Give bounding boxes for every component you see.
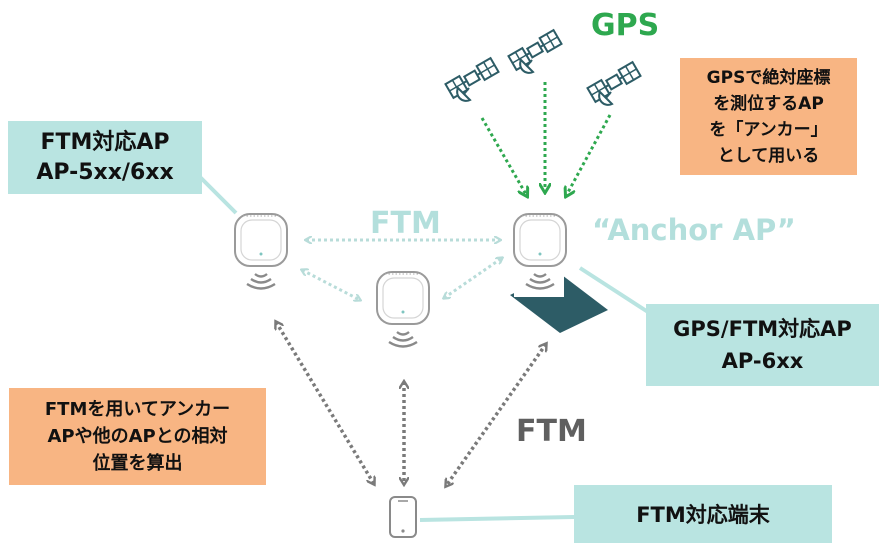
ftm-arrow-center-to-anchor [444,258,502,298]
gps-note-line: GPSで絶対座標 [706,67,831,88]
relative-note-line: 位置を算出 [92,453,183,474]
gps-ftm-ap-box: GPS/FTM対応AP AP-6xx [646,304,879,386]
satellite-icon [507,29,563,74]
gps-note-line: を「アンカー」 [709,119,828,140]
satellite-icon [444,57,500,102]
smartphone-icon [389,496,417,538]
ftm-bottom-label: FTM [516,414,587,449]
relative-note-line: FTMを用いてアンカー [44,399,231,420]
gps-ftm-ap-title: GPS/FTM対応AP [673,317,852,341]
gps-arrow-left [480,117,527,196]
gps-ftm-ap-leader-line [578,266,650,314]
ftm-ap-model: AP-5xx/6xx [36,159,174,185]
ftm-terminal-box: FTM対応端末 [574,485,832,543]
anchor-access-point-icon [513,213,567,267]
relative-position-note: FTMを用いてアンカー APや他のAPとの相対 位置を算出 [9,388,266,485]
gps-note-line: として用いる [717,145,820,166]
ftm-arrow-terminal-anchor [446,344,546,486]
gps-label: GPS [591,8,660,43]
gps-arrow-right [566,114,612,196]
access-point-icon [376,271,430,325]
gps-ftm-ap-model: AP-6xx [721,349,804,373]
gps-anchor-note: GPSで絶対座標 を測位するAP を「アンカー」 として用いる [680,58,857,175]
terminal-leader-line [419,515,575,522]
ftm-arrow-terminal-left [276,322,374,484]
satellite-icon [586,61,642,106]
ftm-top-label: FTM [370,206,441,241]
ftm-terminal-label: FTM対応端末 [636,503,770,527]
ftm-ap-box: FTM対応AP AP-5xx/6xx [8,121,202,194]
wifi-signal-icon [245,272,277,290]
gps-note-line: を測位するAP [713,93,824,114]
relative-note-line: APや他のAPとの相対 [47,426,228,447]
wifi-signal-icon [387,330,419,348]
anchor-ap-label: “Anchor AP” [592,213,796,247]
ftm-ap-title: FTM対応AP [40,129,170,155]
access-point-icon [234,213,288,267]
ftm-arrow-ap-to-center [302,270,360,300]
